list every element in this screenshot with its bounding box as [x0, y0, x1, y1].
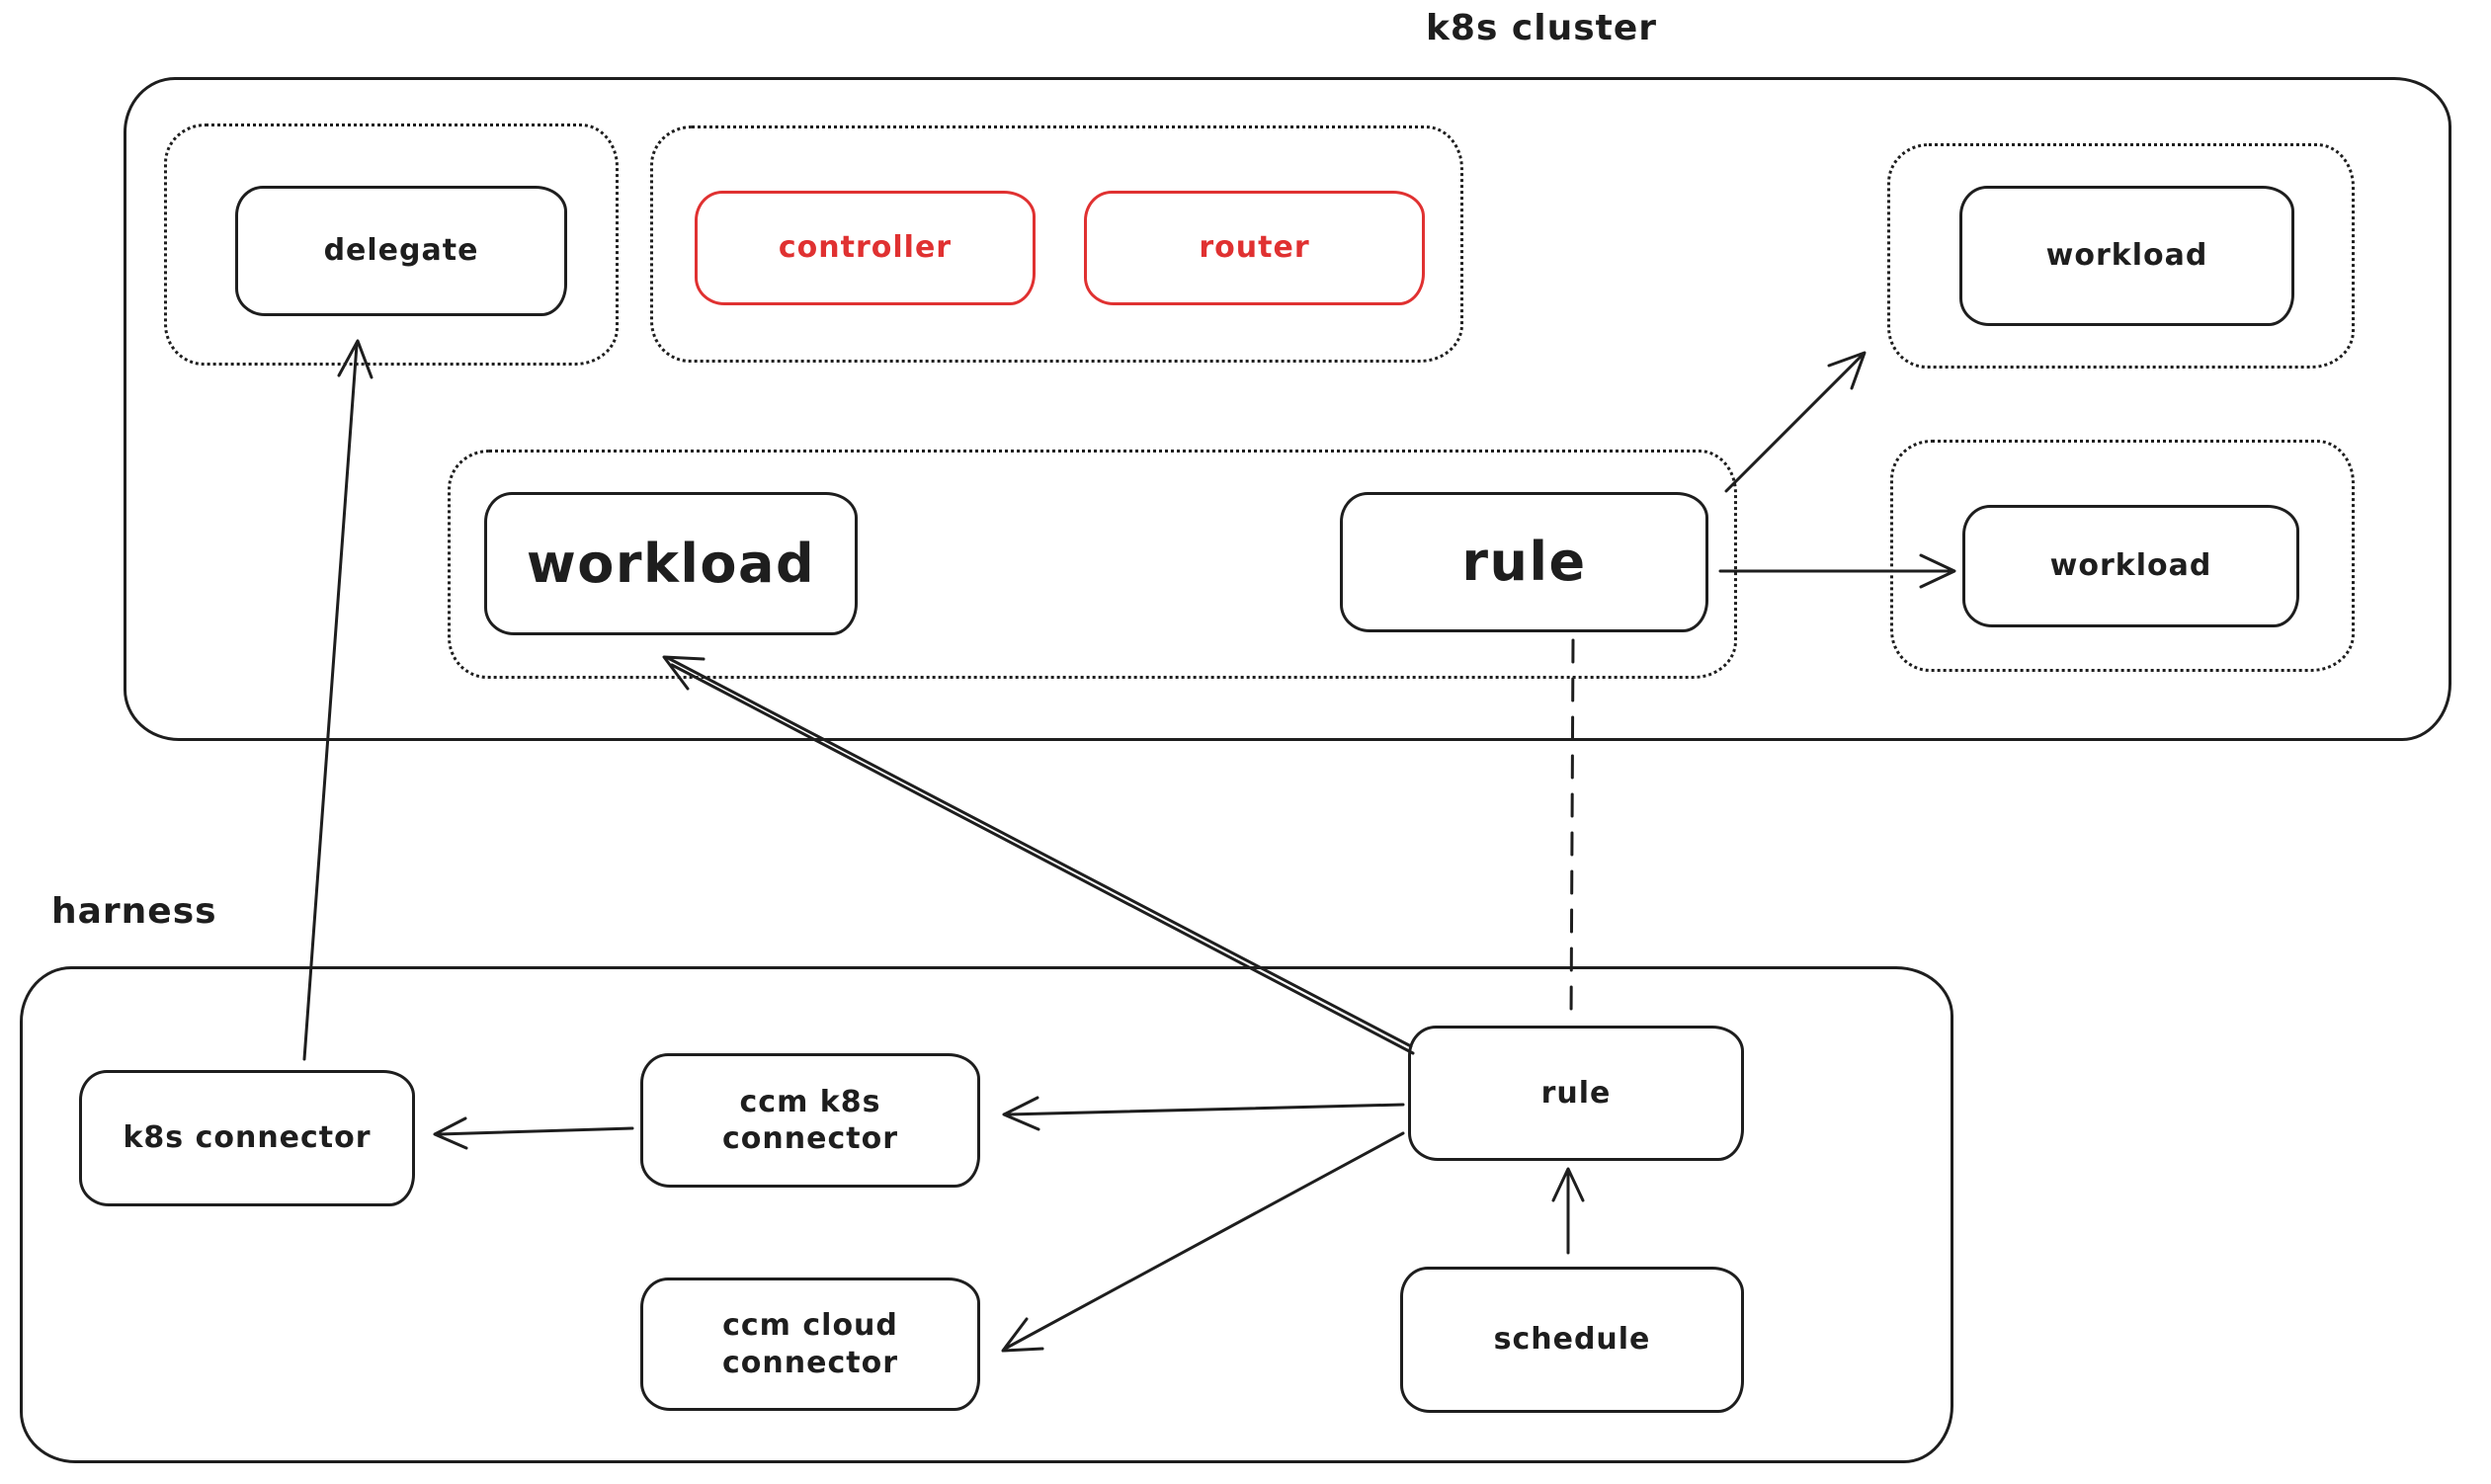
node-k8s-connector[interactable]: k8s connector [79, 1070, 415, 1206]
node-workload-main[interactable]: workload [484, 492, 858, 635]
node-ccm-k8s-connector-label: ccm k8s connector [722, 1084, 898, 1157]
arrow-shaft [1724, 353, 1865, 493]
arrow-k8s-connector-to-delegate[interactable] [302, 339, 374, 1061]
arrow-head [1919, 553, 1956, 589]
node-controller-label: controller [778, 230, 953, 266]
node-router[interactable]: router [1084, 191, 1425, 305]
node-delegate[interactable]: delegate [235, 186, 567, 316]
harness-title[interactable]: harness [51, 891, 217, 932]
arrow-shaft [437, 1126, 634, 1136]
node-ccm-cloud-connector[interactable]: ccm cloud connector [640, 1278, 980, 1411]
node-rule-harness[interactable]: rule [1408, 1026, 1744, 1161]
node-delegate-label: delegate [323, 233, 479, 269]
node-rule-k8s-label: rule [1461, 531, 1587, 594]
node-schedule[interactable]: schedule [1400, 1267, 1744, 1413]
arrow-rule-k8s-to-workload-top-right[interactable] [1724, 351, 1867, 493]
delegate-group[interactable] [164, 124, 619, 366]
arrow-schedule-to-rule-harness[interactable] [1551, 1167, 1585, 1255]
k8s-cluster-title[interactable]: k8s cluster [1425, 8, 1658, 48]
arrow-shaft [1006, 1103, 1405, 1116]
arrow-head [433, 1116, 468, 1150]
node-schedule-label: schedule [1493, 1322, 1651, 1358]
arrow-head [337, 339, 374, 379]
controller-router-group[interactable] [650, 125, 1463, 363]
arrow-shaft [302, 343, 359, 1061]
workload-right-group[interactable] [1890, 440, 2355, 672]
node-k8s-connector-label: k8s connector [123, 1120, 372, 1156]
arrow-head [1827, 351, 1867, 390]
workload-rule-group[interactable] [448, 450, 1737, 679]
arrow-rule-harness-to-ccm-k8s-connector[interactable] [1002, 1096, 1405, 1131]
arrow-head [662, 655, 706, 691]
arrow-head [1001, 1317, 1044, 1353]
node-router-label: router [1199, 230, 1310, 266]
dashed-shaft [1569, 638, 1575, 1024]
arrow-ccm-k8s-connector-to-k8s-connector[interactable] [433, 1116, 634, 1150]
harness-frame[interactable] [20, 966, 1953, 1463]
arrow-head [1551, 1167, 1585, 1202]
k8s-cluster-frame[interactable] [124, 77, 2451, 741]
arrow-head [1002, 1096, 1040, 1131]
workload-top-right-group[interactable] [1887, 143, 2355, 369]
dashed-line-rule-harness-to-rule-k8s[interactable] [1569, 638, 1575, 1024]
arrow-rule-harness-to-ccm-cloud-connector[interactable] [1001, 1131, 1405, 1353]
node-controller[interactable]: controller [695, 191, 1036, 305]
node-workload-top-right[interactable]: workload [1959, 186, 2294, 326]
arrow-rule-k8s-to-workload-right[interactable] [1718, 553, 1956, 589]
node-workload-top-right-label: workload [2045, 238, 2208, 274]
node-workload-right-label: workload [2049, 548, 2212, 584]
arrow-shaft [1005, 1131, 1405, 1350]
arrow-shaft-2 [670, 663, 1415, 1055]
node-workload-main-label: workload [526, 532, 816, 595]
arrow-shaft-1 [666, 656, 1413, 1048]
node-rule-k8s[interactable]: rule [1340, 492, 1708, 632]
node-ccm-cloud-connector-label: ccm cloud connector [722, 1308, 898, 1380]
node-rule-harness-label: rule [1540, 1075, 1612, 1111]
node-ccm-k8s-connector[interactable]: ccm k8s connector [640, 1053, 980, 1188]
arrow-rule-harness-to-workload-main[interactable] [662, 655, 1415, 1055]
node-workload-right[interactable]: workload [1962, 505, 2299, 627]
